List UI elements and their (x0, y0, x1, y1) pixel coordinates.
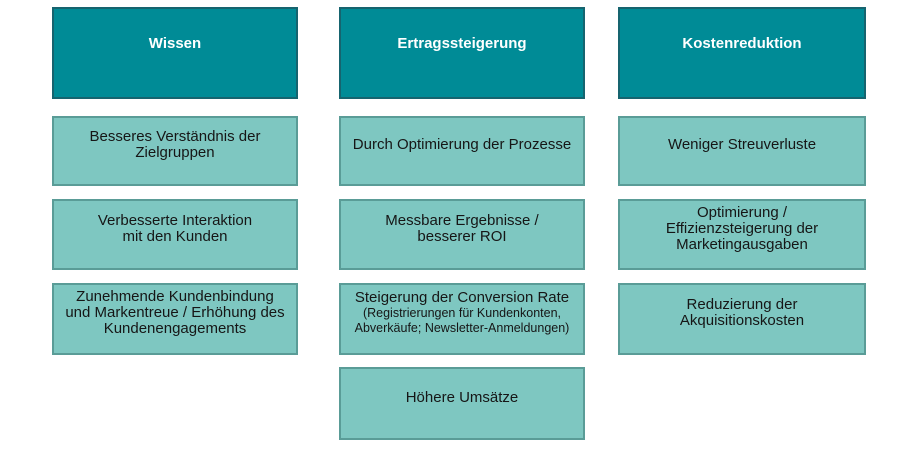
benefit-box: Durch Optimierung der Prozesse (339, 116, 585, 186)
benefit-box: Steigerung der Conversion Rate(Registrie… (339, 283, 585, 355)
column-header-label: Ertragssteigerung (397, 35, 527, 52)
benefit-box-text-line: Optimierung / (696, 203, 788, 221)
benefit-box-text-line: Zielgruppen (135, 144, 215, 161)
benefit-box-text-line: Effizienzsteigerung der (665, 219, 819, 237)
benefit-box-text-line: Reduzierung der (686, 296, 798, 313)
benefit-box-text-line: Akquisitionskosten (679, 312, 805, 329)
benefit-box-text-line: und Markentreue / Erhöhung des (65, 304, 285, 321)
benefit-box-text-line: Kundenengagements (103, 320, 247, 337)
benefit-box-text-line: Zunehmende Kundenbindung (76, 288, 274, 305)
benefit-box-text-line: besserer ROI (417, 227, 507, 245)
benefit-box-text-line: Steigerung der Conversion Rate (354, 289, 570, 306)
benefit-box: Höhere Umsätze (339, 367, 585, 440)
benefit-box-text-line: Verbesserte Interaktion (97, 211, 253, 229)
benefit-box: Messbare Ergebnisse /besserer ROI (339, 199, 585, 270)
benefit-box-text-line: Durch Optimierung der Prozesse (352, 136, 572, 153)
benefit-box-text-line: mit den Kunden (122, 227, 228, 245)
benefit-box-text-line: Höhere Umsätze (405, 388, 519, 406)
benefit-box-text-line: Messbare Ergebnisse / (385, 211, 539, 229)
benefit-box-text-line: Marketingausgaben (676, 235, 808, 253)
column-header-wissen: Wissen (52, 7, 298, 99)
benefit-box-text-line: Besseres Verständnis der (89, 128, 261, 145)
benefit-box-text-line: Abverkäufe; Newsletter-Anmeldungen) (354, 321, 570, 335)
benefit-box-text-line: Weniger Streuverluste (667, 136, 817, 153)
column-header-ertragssteigerung: Ertragssteigerung (339, 7, 585, 99)
benefit-box: Weniger Streuverluste (618, 116, 866, 186)
column-header-kostenreduktion: Kostenreduktion (618, 7, 866, 99)
column-header-label: Wissen (148, 35, 202, 52)
benefit-box-text-line: (Registrierungen für Kundenkonten, (362, 306, 562, 320)
column-header-label: Kostenreduktion (682, 35, 802, 52)
